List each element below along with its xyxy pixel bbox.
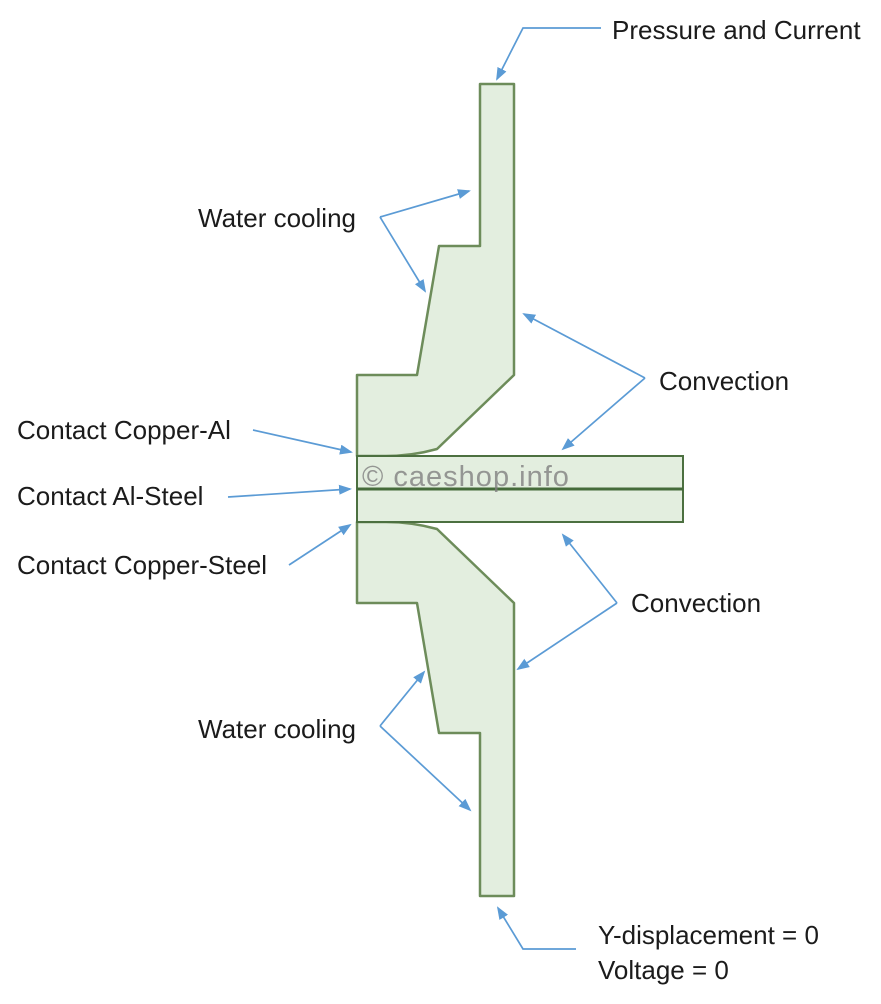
leader-water-cooling-top-b xyxy=(379,216,427,293)
label-water-cooling-top: Water cooling xyxy=(198,203,356,233)
label-contact-copper-steel: Contact Copper-Steel xyxy=(17,550,268,580)
leader-water-cooling-bottom-a xyxy=(379,670,426,727)
leader-contact-al-steel xyxy=(227,484,352,498)
upper-electrode-shape xyxy=(355,82,516,458)
leader-ydisplacement-voltage xyxy=(496,906,576,950)
leader-contact-copper-steel xyxy=(288,523,352,566)
label-convection-bottom: Convection xyxy=(631,588,762,618)
lower-electrode-shape xyxy=(355,520,516,898)
leader-convection-bottom-a xyxy=(561,533,618,604)
label-y-displacement: Y-displacement = 0 xyxy=(598,920,819,950)
label-contact-al-steel: Contact Al-Steel xyxy=(17,481,204,511)
label-pressure-and-current: Pressure and Current xyxy=(612,15,861,45)
leader-contact-copper-al xyxy=(252,429,353,455)
leader-convection-top-b xyxy=(561,377,646,451)
leader-water-cooling-top-a xyxy=(379,189,471,218)
leader-convection-bottom-b xyxy=(516,602,618,671)
label-water-cooling-bottom: Water cooling xyxy=(198,714,356,744)
leader-water-cooling-bottom-b xyxy=(379,725,472,812)
label-contact-copper-al: Contact Copper-Al xyxy=(17,415,231,445)
label-convection-top: Convection xyxy=(659,366,790,396)
label-voltage: Voltage = 0 xyxy=(598,955,729,985)
watermark-text: © caeshop.info xyxy=(362,461,570,493)
leader-pressure-current xyxy=(496,27,601,81)
leader-convection-top-a xyxy=(522,313,646,379)
